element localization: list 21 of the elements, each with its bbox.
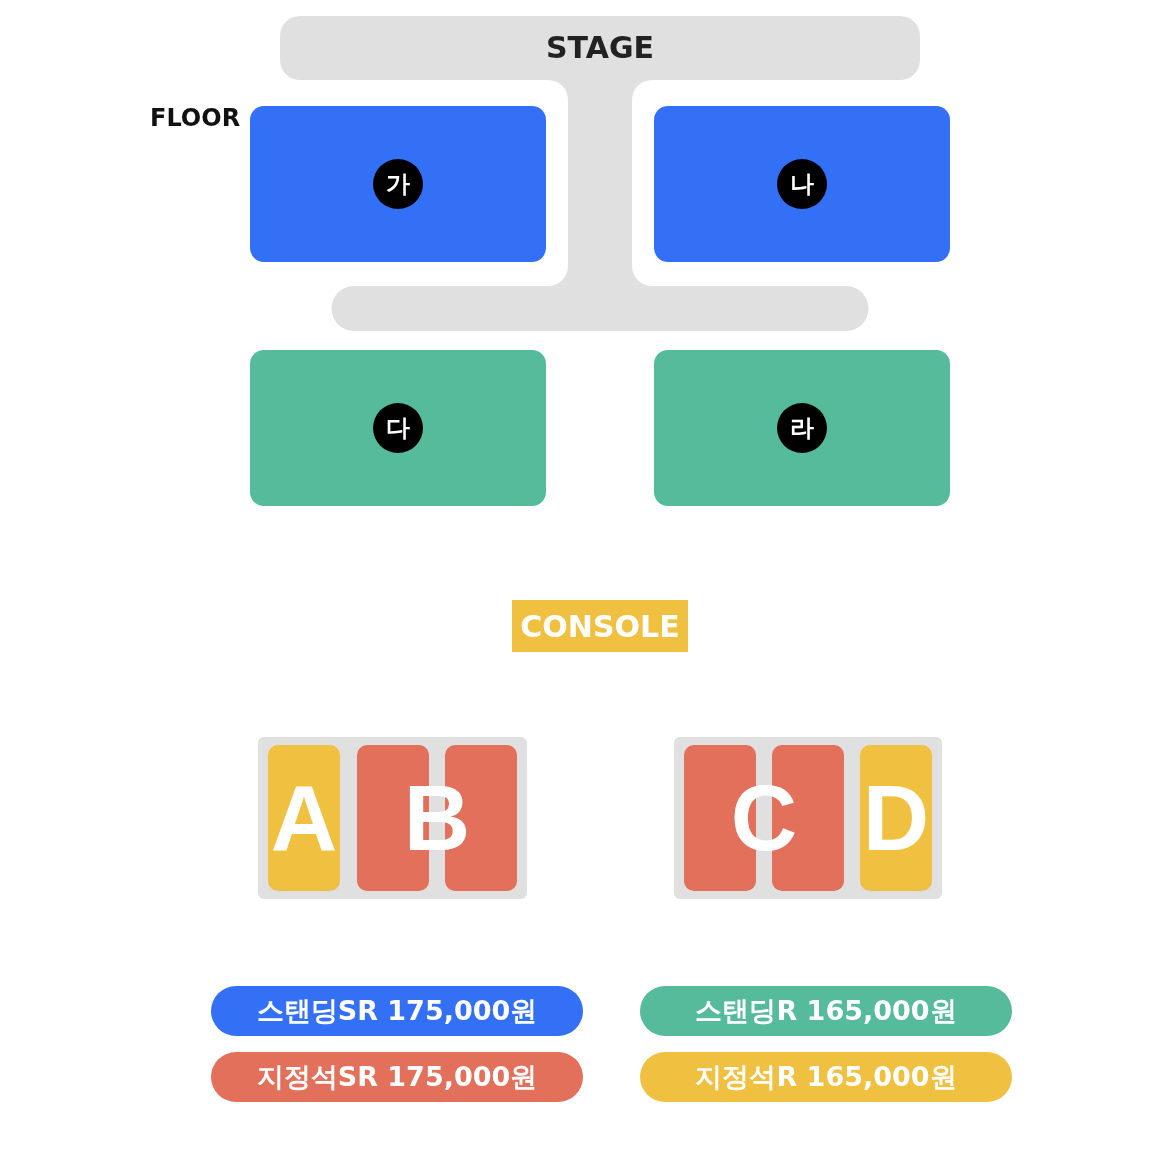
standing-section — [250, 106, 546, 262]
standing-section — [654, 350, 950, 506]
seat-block — [674, 737, 942, 899]
price-tag: 스탠딩R 165,000원 — [640, 986, 1012, 1036]
price-tag: 지정석R 165,000원 — [640, 1052, 1012, 1102]
standing-section — [654, 106, 950, 262]
price-tag: 스탠딩SR 175,000원 — [211, 986, 583, 1036]
section-letter: A — [269, 766, 339, 871]
floor-label: FLOOR — [150, 104, 241, 132]
price-tag: 지정석SR 175,000원 — [211, 1052, 583, 1102]
seat-section — [268, 745, 340, 891]
section-badge: 다 — [373, 403, 423, 453]
stage-label: STAGE — [544, 30, 656, 65]
section-badge: 나 — [777, 159, 827, 209]
section-badge: 가 — [373, 159, 423, 209]
console-label: CONSOLE — [512, 600, 688, 652]
standing-section — [250, 350, 546, 506]
seat-section — [860, 745, 932, 891]
section-badge: 라 — [777, 403, 827, 453]
seat-block — [258, 737, 527, 899]
section-letter: D — [861, 766, 931, 871]
